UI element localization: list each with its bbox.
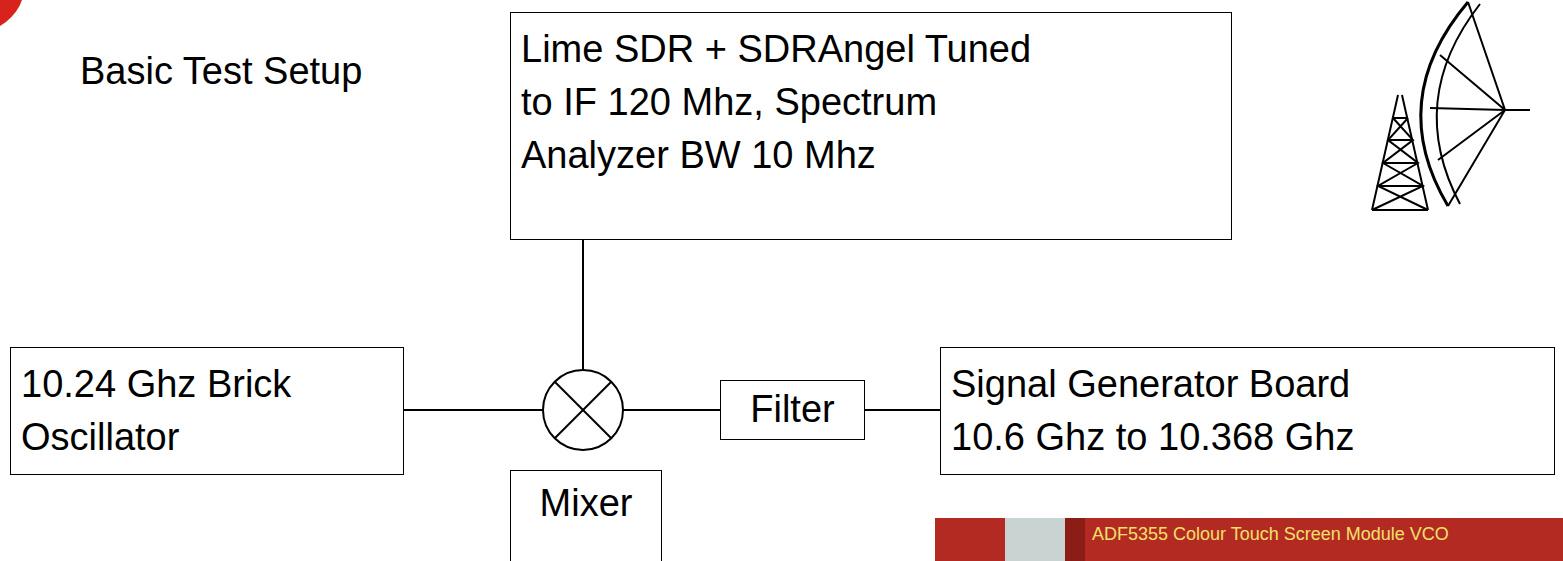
device-box: Signal Generator Board 10.6 Ghz to 10.36… bbox=[940, 347, 1555, 475]
logo-fragment bbox=[0, 0, 22, 26]
photo-detail bbox=[1065, 518, 1085, 561]
device-box: 10.24 Ghz Brick Oscillator bbox=[10, 347, 404, 475]
box-text: Signal Generator Board 10.6 Ghz to 10.36… bbox=[951, 358, 1381, 464]
device-box: Lime SDR + SDRAngel Tuned to IF 120 Mhz,… bbox=[510, 12, 1232, 240]
slide-title: Basic Test Setup bbox=[80, 45, 362, 98]
photo-detail bbox=[1005, 518, 1065, 561]
device-box: Mixer bbox=[510, 470, 662, 561]
mixer-symbol bbox=[543, 370, 623, 450]
box-text: Filter bbox=[750, 383, 834, 436]
device-box: Filter bbox=[720, 380, 865, 440]
signal-wire bbox=[865, 409, 940, 411]
box-text: Mixer bbox=[540, 477, 633, 530]
photo-strip bbox=[935, 518, 1563, 561]
box-text: Lime SDR + SDRAngel Tuned to IF 120 Mhz,… bbox=[521, 23, 1051, 183]
antenna-icon bbox=[1372, 2, 1530, 210]
photo-caption: ADF5355 Colour Touch Screen Module VCO bbox=[1092, 524, 1449, 546]
box-text: 10.24 Ghz Brick Oscillator bbox=[21, 358, 361, 464]
signal-wire bbox=[404, 240, 720, 410]
